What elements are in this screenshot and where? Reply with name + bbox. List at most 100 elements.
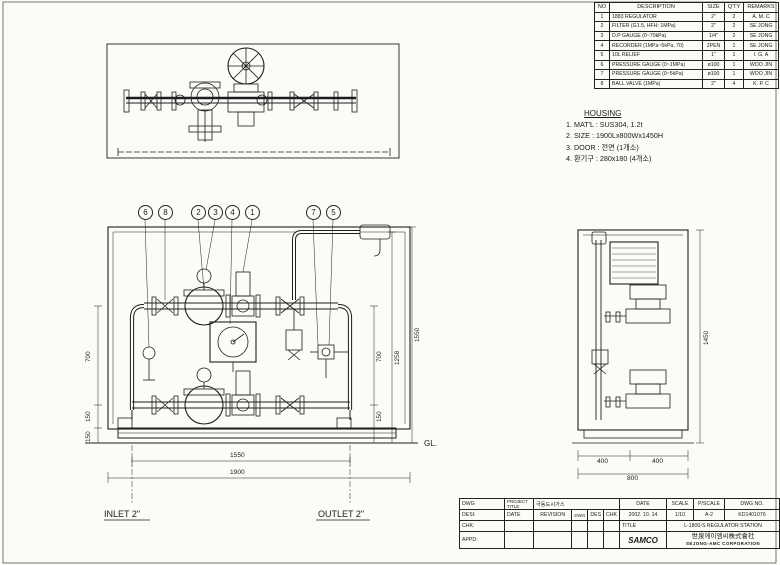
balloon-8: 8 [158, 205, 173, 220]
dim-1550-height: 1550 [414, 327, 421, 342]
tb-title-label: TITLE [619, 520, 667, 532]
tb-company-en: SEJONG-AMC CORPORATION [686, 541, 760, 546]
bom-cell-remarks: WOO JIN [743, 69, 779, 80]
front-view [85, 219, 418, 521]
bom-cell-description: BALL VALVE (1MPa) [609, 78, 703, 90]
dim-1900-width: 1900 [230, 469, 245, 476]
bom-cell-size: 2" [702, 78, 725, 90]
housing-title: HOUSING [584, 109, 622, 118]
balloon-4: 4 [225, 205, 240, 220]
tb-rev-date: DATE [504, 509, 534, 521]
bom-cell-no: 8 [594, 78, 610, 90]
tb-date: 2002. 10. 14 [619, 509, 667, 521]
bom-cell-size: 2PEN [702, 40, 725, 51]
dim-800: 800 [627, 475, 639, 482]
bom-header-qty: Q'TY [724, 2, 744, 13]
bom-cell-size: 1" [702, 49, 725, 61]
bom-cell-description: D.P GAUGE (0~70kPa) [609, 30, 703, 42]
tb-dwgno-label: DWG NO. [724, 498, 780, 510]
bom-cell-description: RECORDER (1MPa~5kPa, 70) [609, 40, 703, 51]
bom-cell-qty: 2 [724, 30, 744, 42]
tb-checker: CHK: [459, 520, 505, 532]
tb-pscale: A-2 [693, 509, 725, 521]
bom-cell-no: 6 [594, 59, 610, 71]
title-block: DWG PROJECT TITLE 극동도시가스 DATE SCALE P/SC… [459, 498, 780, 549]
dim-150-left-b: 150 [85, 431, 92, 442]
bom-cell-qty: 2 [724, 11, 744, 23]
bom-cell-description: 1883 REGULATOR [609, 11, 703, 23]
bom-cell-qty: 1 [724, 69, 744, 80]
tb-designer: DESI: [459, 509, 505, 521]
bom-header-description: DESCRIPTION [609, 2, 703, 13]
bom-header-row: NO DESCRIPTION SIZE Q'TY REMARKS [594, 2, 779, 13]
bom-cell-qty: 1 [724, 49, 744, 61]
tb-dwg-by: DWG [459, 498, 505, 510]
tb-chk: CHK [603, 509, 620, 521]
dim-150-left-a: 150 [85, 411, 92, 422]
tb-approved: APPD: [459, 531, 505, 549]
bom-cell-remarks: K. P. C [743, 78, 779, 90]
side-view [572, 229, 704, 479]
tb-pscale-label: P/SCALE [693, 498, 725, 510]
bom-cell-remarks: SE JONG [743, 21, 779, 32]
balloon-1: 1 [245, 205, 260, 220]
tb-dwgno: KD1401076 [724, 509, 780, 521]
bom-cell-no: 7 [594, 69, 610, 80]
bom-cell-size: 2" [702, 21, 725, 32]
bom-cell-remarks: SE JONG [743, 40, 779, 51]
balloon-7: 7 [306, 205, 321, 220]
housing-item-4: 4. 환기구 : 280x180 (4개소) [566, 153, 652, 163]
bom-cell-remarks: WOO JIN [743, 59, 779, 71]
bom-cell-size: 2" [702, 11, 725, 23]
dim-700-left: 700 [85, 351, 92, 362]
tb-company: 世泉에이엠씨株式會社 SEJONG-AMC CORPORATION [666, 531, 780, 549]
dim-400-right: 400 [652, 458, 664, 465]
outlet-label: OUTLET 2" [318, 509, 365, 519]
tb-project-title-label: PROJECT TITLE [504, 498, 534, 510]
dim-700-right: 700 [376, 351, 383, 362]
bom-cell-no: 1 [594, 11, 610, 23]
dim-1550-width: 1550 [230, 452, 245, 459]
bom-cell-remarks: A. M. C [743, 11, 779, 23]
bom-cell-size: ø100 [702, 59, 725, 71]
tb-scale-label: SCALE [666, 498, 694, 510]
bom-cell-no: 4 [594, 40, 610, 51]
tb-date-label: DATE [619, 498, 667, 510]
bom-header-size: SIZE [702, 2, 725, 13]
bom-cell-remarks: I. G. A [743, 49, 779, 61]
bom-cell-no: 2 [594, 21, 610, 32]
bom-cell-description: FILTER (G1.5, HFH: 1MPa) [609, 21, 703, 32]
balloon-2: 2 [191, 205, 206, 220]
housing-item-1: 1. MAT'L : SUS304, 1.2t [566, 120, 643, 130]
bom-cell-qty: 1 [724, 40, 744, 51]
bom-cell-size: ø100 [702, 69, 725, 80]
bom-header-no: NO [594, 2, 610, 13]
bom-cell-size: 1/4" [702, 30, 725, 42]
bom-cell-description: PRESSURE GAUGE (0~1MPa) [609, 59, 703, 71]
tb-revision: REVISION [532, 509, 573, 521]
top-view [106, 43, 400, 159]
bom-cell-remarks: SE JONG [743, 30, 779, 42]
bom-cell-qty: 2 [724, 21, 744, 32]
housing-notes: HOUSING 1. MAT'L : SUS304, 1.2t 2. SIZE … [566, 108, 663, 164]
dim-1258: 1258 [394, 350, 401, 365]
bom-cell-no: 5 [594, 49, 610, 61]
inlet-label: INLET 2" [104, 509, 141, 519]
bom-header-remarks: REMARKS [743, 2, 779, 13]
ground-level-label: GL. [424, 439, 437, 448]
balloon-3: 3 [208, 205, 223, 220]
bom-cell-no: 3 [594, 30, 610, 42]
dim-150-right: 150 [376, 411, 383, 422]
